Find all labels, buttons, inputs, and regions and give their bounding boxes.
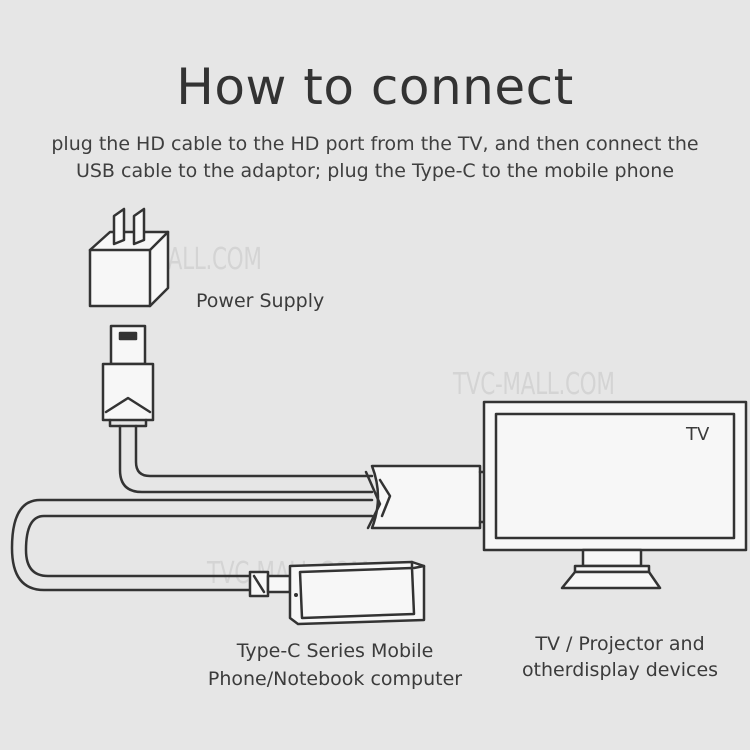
instructions-line-1: plug the HD cable to the HD port from th… [51,133,699,155]
usb-cable [118,424,374,494]
power-supply-label: Power Supply [196,290,325,312]
power-adapter-icon [88,207,170,308]
instructions: plug the HD cable to the HD port from th… [0,131,750,185]
watermark-2: TVC-MALL.COM [453,367,615,402]
phone-label-line-1: Type-C Series Mobile [236,640,434,662]
usb-connector-icon [101,324,155,428]
tv-devices-label-line-1: TV / Projector and [535,633,705,655]
type-c-cable [10,498,374,592]
phone-label: Type-C Series Mobile Phone/Notebook comp… [180,637,490,693]
tv-monitor-icon [482,400,748,590]
tv-devices-label-line-2: otherdisplay devices [521,659,719,681]
instructions-line-2: USB cable to the adaptor; plug the Type-… [75,160,675,182]
phone-label-line-2: Phone/Notebook computer [207,668,463,690]
hdmi-connector-icon [364,464,490,530]
type-c-plug-icon [248,570,292,598]
tv-devices-label: TV / Projector and otherdisplay devices [490,631,750,683]
mobile-phone-icon [288,560,426,626]
page-title: How to connect [176,58,574,116]
tv-screen-label: TV [686,424,710,445]
